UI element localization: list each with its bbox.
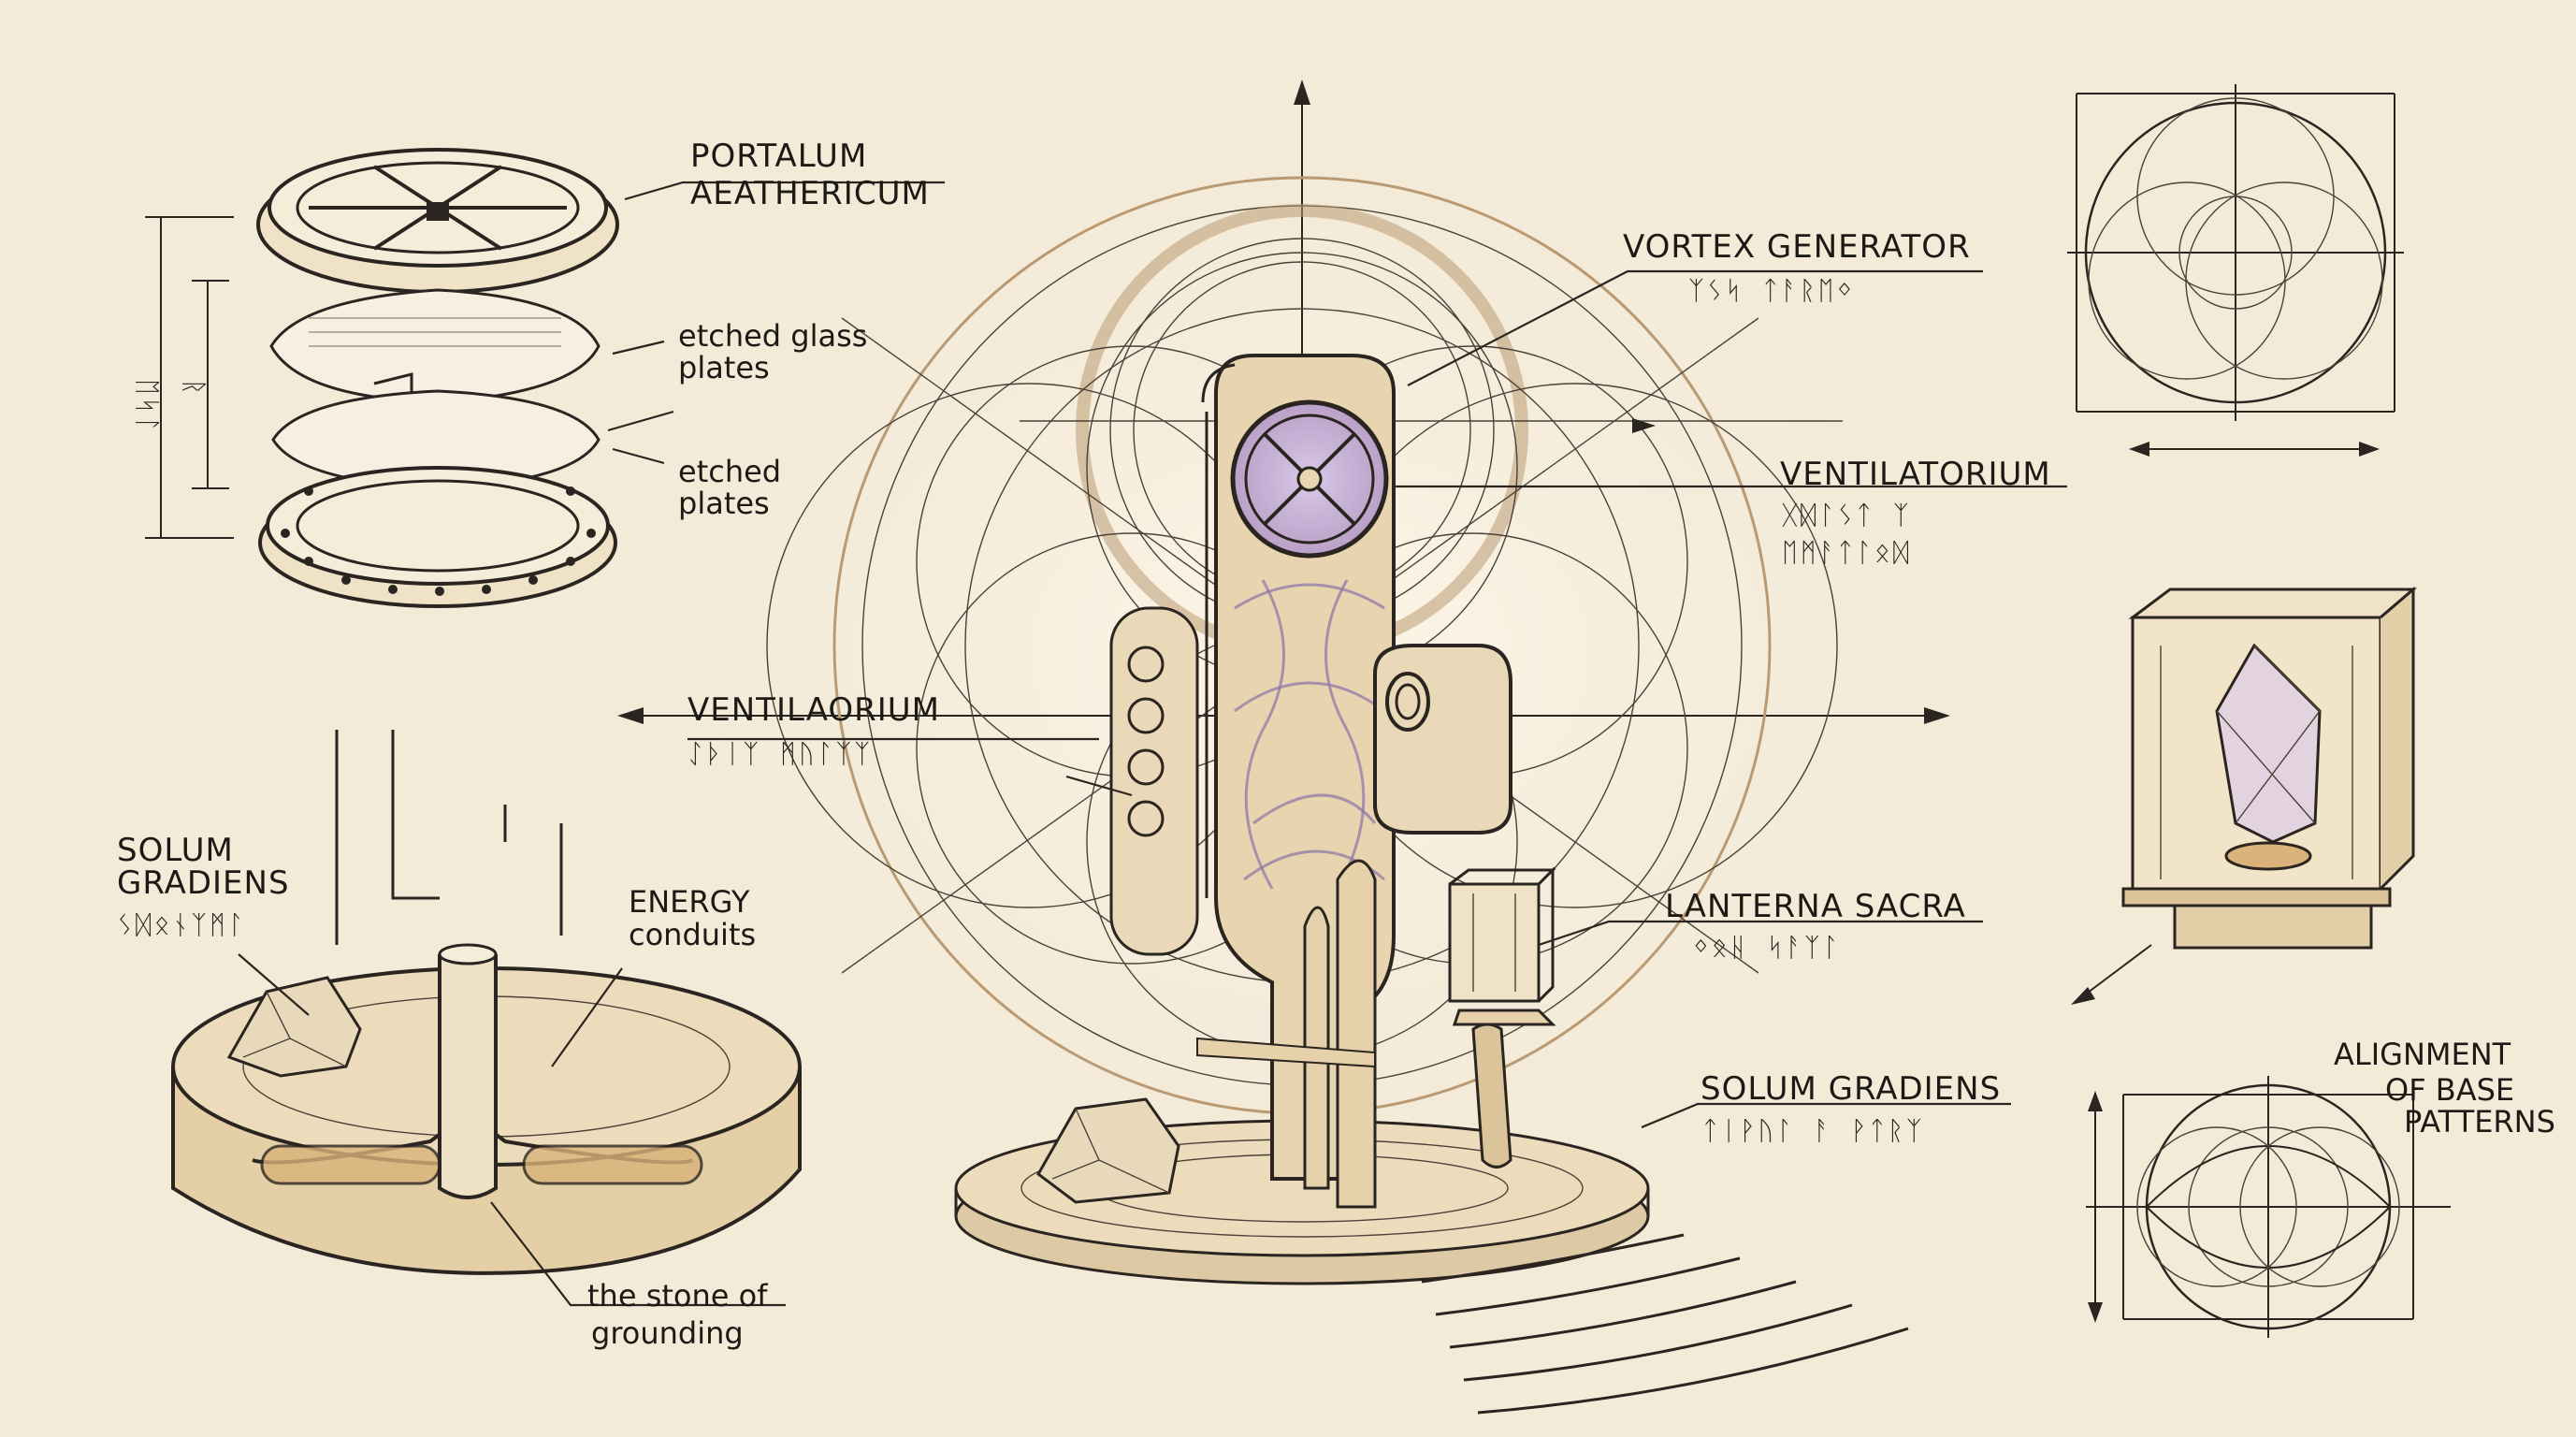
label-alignment: ALIGNMENT OF BASE PATTERNS: [2334, 1037, 2555, 1139]
stone-line1: the stone of: [587, 1278, 768, 1314]
lanterna-glyphs: ᛜᛟᚺ ᛋᚨᛉᛚ: [1693, 932, 1841, 963]
ventilatorium-glyphs-1: ᚷᛞᛚᛊᛏ ᛉ: [1782, 500, 1912, 530]
portalum-title-line2: AEATHERICUM: [690, 175, 930, 212]
solum-right-title: SOLUM GRADIENS: [1700, 1070, 2001, 1108]
lantern-detail-cube: [2071, 586, 2418, 1005]
ventilaorium-glyphs: ᛇᚦᛁᛉ ᛗᚢᛚᛉᛉ: [687, 738, 873, 769]
portalum-exploded-view: [145, 148, 619, 608]
energy-line2: conduits: [629, 917, 756, 952]
energy-line1: ENERGY: [629, 884, 750, 920]
label-vortex-generator: VORTEX GENERATOR ᛉᛊᛋ ᛏᚨᚱᛖᛜ: [1623, 228, 1971, 306]
label-solum-gradiens-left: SOLUM GRADIENS ᛊᛞᛟᚾᛉᛗᛚ: [117, 832, 290, 940]
label-energy-conduits: ENERGY conduits: [629, 884, 756, 952]
ground-stripes: [1421, 1233, 1909, 1415]
etched-plates-line2: plates: [678, 486, 770, 521]
cross-plate: [1196, 1037, 1376, 1068]
flower-diagram-top: [2067, 84, 2404, 457]
solum-left-line1: SOLUM: [117, 832, 234, 869]
label-ventilaorium: VENTILAORIUM ᛇᚦᛁᛉ ᛗᚢᛚᛉᛉ: [687, 691, 940, 769]
alignment-line1: ALIGNMENT: [2334, 1037, 2511, 1072]
label-lanterna-sacra: LANTERNA SACRA ᛜᛟᚺ ᛋᚨᛉᛚ: [1665, 888, 1966, 963]
stone-line2: grounding: [591, 1315, 744, 1351]
etched-glass-line2: plates: [678, 350, 770, 385]
ventilatorium-title: VENTILATORIUM: [1780, 456, 2051, 493]
solum-left-glyphs: ᛊᛞᛟᚾᛉᛗᛚ: [117, 909, 247, 940]
alignment-line2: OF BASE: [2385, 1072, 2514, 1108]
dimension-glyphs-inner: ᚱ: [179, 379, 210, 398]
side-panel: [1109, 606, 1199, 956]
central-machine: [954, 354, 1909, 1415]
right-pod: [1373, 644, 1512, 835]
label-ventilatorium: VENTILATORIUM ᚷᛞᛚᛊᛏ ᛉ ᛖᛗᚨᛏᛚᛟᛞ: [1780, 456, 2051, 568]
alignment-diagram: [2086, 1076, 2451, 1338]
vortex-generator-glyphs: ᛉᛊᛋ ᛏᚨᚱᛖᛜ: [1688, 275, 1855, 306]
label-grounding-stone: the stone of grounding: [587, 1278, 768, 1351]
vortex-generator-title: VORTEX GENERATOR: [1623, 228, 1971, 266]
etched-plates-line1: etched: [678, 454, 781, 489]
dimension-glyphs-outer: ᛖᛋᛚ: [132, 379, 163, 434]
label-solum-gradiens-right: SOLUM GRADIENS ᛏᛁᚹᚢᛚ ᚨ ᚹᛏᚱᛉ: [1700, 1070, 2001, 1146]
solum-left-line2: GRADIENS: [117, 864, 290, 902]
grounding-stone-section: [171, 730, 802, 1275]
label-etched-glass: etched glass plates: [678, 318, 867, 385]
lantern-post: [1448, 866, 1556, 1168]
label-portalum: PORTALUM AEATHERICUM: [690, 138, 930, 212]
portalum-title-line1: PORTALUM: [690, 138, 867, 175]
etched-glass-line1: etched glass: [678, 318, 867, 354]
ventilaorium-title: VENTILAORIUM: [687, 691, 940, 729]
ventilatorium-glyphs-2: ᛖᛗᚨᛏᛚᛟᛞ: [1782, 537, 1912, 568]
leader-lines: [238, 181, 2067, 1307]
label-etched-plates: etched plates: [678, 454, 781, 521]
alignment-line3: PATTERNS: [2404, 1104, 2555, 1139]
fin-plate-right: [1336, 859, 1377, 1209]
lanterna-title: LANTERNA SACRA: [1665, 888, 1966, 925]
solum-right-glyphs: ᛏᛁᚹᚢᛚ ᚨ ᚹᛏᚱᛉ: [1702, 1115, 1925, 1146]
